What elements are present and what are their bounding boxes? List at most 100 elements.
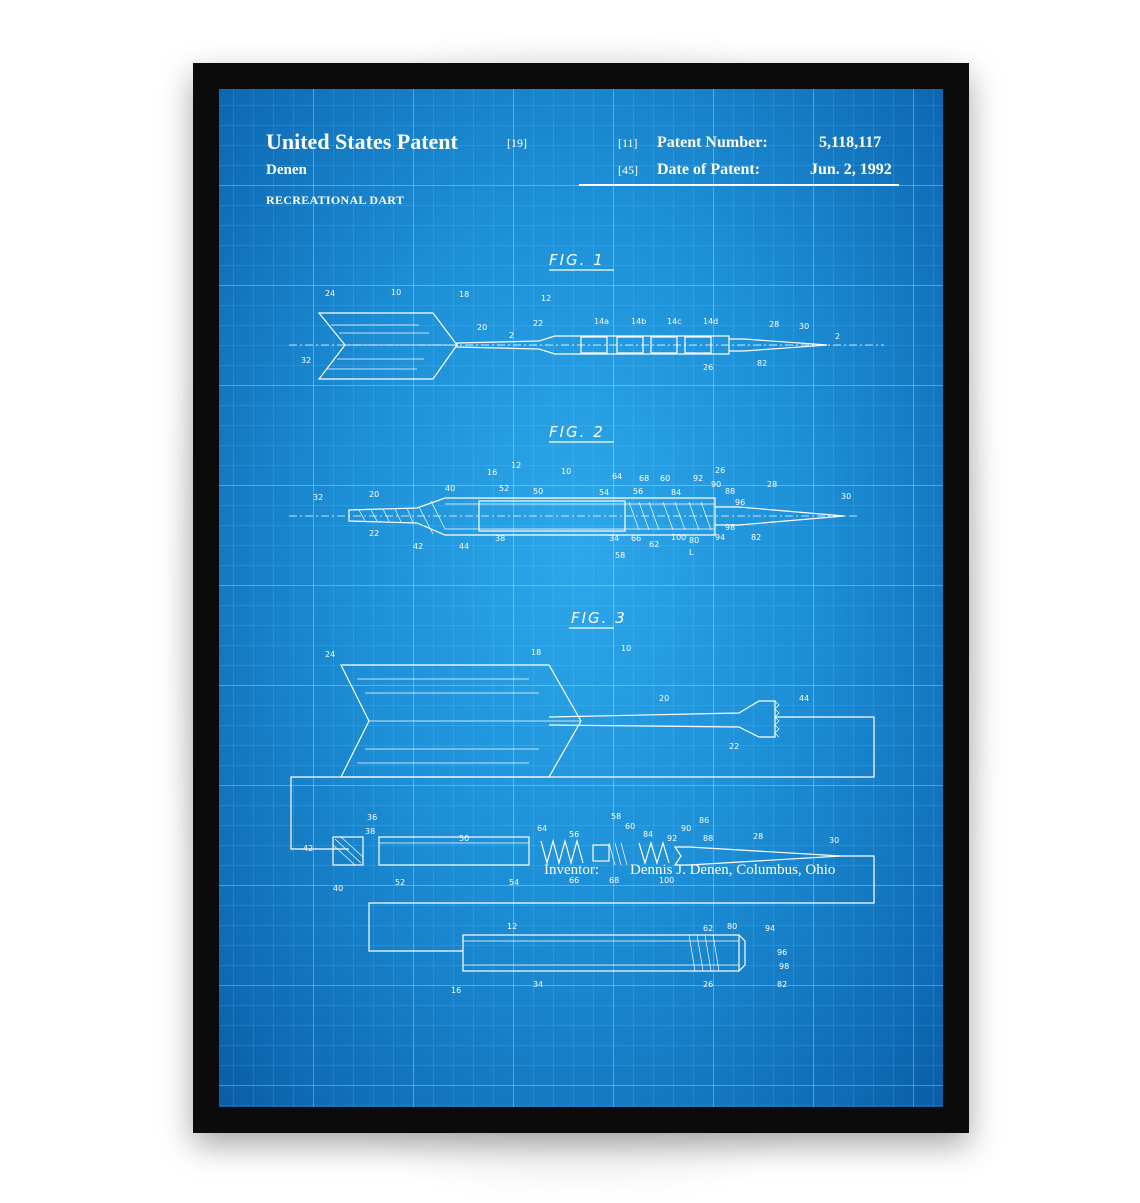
patent-number-label: Patent Number: — [657, 134, 768, 151]
blueprint-poster: United States Patent [19] [11] Patent Nu… — [219, 89, 943, 1107]
ref-28: 28 — [767, 480, 777, 489]
ref-42: 42 — [413, 542, 423, 551]
header-rule — [579, 184, 899, 186]
patent-title: United States Patent — [266, 129, 458, 154]
ref-14c: 14c — [667, 317, 682, 326]
ref-2: 2 — [509, 331, 514, 340]
ref-18: 18 — [531, 648, 541, 657]
ref-64: 64 — [537, 824, 547, 833]
ref-28: 28 — [769, 320, 779, 329]
ref-64: 64 — [612, 472, 622, 481]
ref-28: 28 — [753, 832, 763, 841]
ref-14d: 14d — [703, 317, 718, 326]
ref-68: 68 — [609, 876, 619, 885]
ref-22: 22 — [533, 319, 543, 328]
ref-26: 26 — [703, 363, 713, 372]
ref-16: 16 — [487, 468, 497, 477]
ref-82: 82 — [777, 980, 787, 989]
code-11: [11] — [618, 136, 638, 150]
ref-44: 44 — [799, 694, 809, 703]
ref-94: 94 — [765, 924, 775, 933]
ref-100: 100 — [659, 876, 674, 885]
ref-44: 44 — [459, 542, 469, 551]
ref-94: 94 — [715, 533, 725, 542]
code-45: [45] — [618, 163, 638, 177]
ref-34: 34 — [533, 980, 543, 989]
ref-58: 58 — [615, 551, 625, 560]
ref-90: 90 — [681, 824, 691, 833]
ref-60: 60 — [625, 822, 635, 831]
ref-24: 24 — [325, 289, 335, 298]
ref-80: 80 — [727, 922, 737, 931]
ref-84: 84 — [671, 488, 681, 497]
ref-12: 12 — [541, 294, 551, 303]
ref-62: 62 — [649, 540, 659, 549]
ref-32: 32 — [301, 356, 311, 365]
patent-number: 5,118,117 — [819, 134, 882, 151]
ref-2: 2 — [835, 332, 840, 341]
blueprint-grid — [219, 89, 943, 1107]
ref-18: 18 — [459, 290, 469, 299]
ref-50: 50 — [459, 834, 469, 843]
ref-L: L — [689, 548, 694, 557]
patent-subject: RECREATIONAL DART — [266, 193, 405, 207]
date-label: Date of Patent: — [657, 161, 761, 178]
ref-40: 40 — [445, 484, 455, 493]
ref-98: 98 — [779, 962, 789, 971]
ref-66: 66 — [631, 534, 641, 543]
ref-88: 88 — [703, 834, 713, 843]
ref-26: 26 — [715, 466, 725, 475]
ref-16: 16 — [451, 986, 461, 995]
ref-22: 22 — [369, 529, 379, 538]
ref-80: 80 — [689, 536, 699, 545]
ref-12: 12 — [507, 922, 517, 931]
ref-82: 82 — [751, 533, 761, 542]
ref-68: 68 — [639, 474, 649, 483]
ref-26: 26 — [703, 980, 713, 989]
ref-12: 12 — [511, 461, 521, 470]
inventor-name: Dennis J. Denen, Columbus, Ohio — [630, 862, 836, 878]
ref-30: 30 — [799, 322, 809, 331]
ref-20: 20 — [369, 490, 379, 499]
ref-92: 92 — [667, 834, 677, 843]
ref-82: 82 — [757, 359, 767, 368]
ref-92: 92 — [693, 474, 703, 483]
ref-20: 20 — [659, 694, 669, 703]
ref-20: 20 — [477, 323, 487, 332]
ref-24: 24 — [325, 650, 335, 659]
ref-52: 52 — [499, 484, 509, 493]
patent-date: Jun. 2, 1992 — [810, 161, 892, 178]
ref-10: 10 — [621, 644, 631, 653]
ref-38: 38 — [495, 534, 505, 543]
figure-1: FIG. 1 24 10 18 12 20 22 14a 14 — [289, 251, 884, 380]
code-19: [19] — [507, 136, 527, 150]
ref-66: 66 — [569, 876, 579, 885]
ref-84: 84 — [643, 830, 653, 839]
ref-14b: 14b — [631, 317, 646, 326]
ref-96: 96 — [735, 498, 745, 507]
ref-62: 62 — [703, 924, 713, 933]
figure-2: FIG. 2 12 10 64 68 60 92 26 16 40 52 50 — [289, 423, 859, 560]
fig3-label: FIG. 3 — [571, 609, 627, 627]
patent-drawing: FIG. 1 24 10 18 12 20 22 14a 14 — [289, 251, 884, 995]
ref-10: 10 — [561, 467, 571, 476]
ref-56: 56 — [569, 830, 579, 839]
ref-88: 88 — [725, 487, 735, 496]
ref-42: 42 — [303, 844, 313, 853]
ref-40: 40 — [333, 884, 343, 893]
ref-98: 98 — [725, 523, 735, 532]
fig2-label: FIG. 2 — [549, 423, 605, 441]
ref-36: 36 — [367, 813, 377, 822]
ref-52: 52 — [395, 878, 405, 887]
ref-54: 54 — [509, 878, 519, 887]
ref-96: 96 — [777, 948, 787, 957]
ref-32: 32 — [313, 493, 323, 502]
ref-100: 100 — [671, 533, 686, 542]
ref-34: 34 — [609, 534, 619, 543]
ref-60: 60 — [660, 474, 670, 483]
ref-54: 54 — [599, 488, 609, 497]
ref-30: 30 — [829, 836, 839, 845]
ref-56: 56 — [633, 487, 643, 496]
ref-10: 10 — [391, 288, 401, 297]
ref-86: 86 — [699, 816, 709, 825]
